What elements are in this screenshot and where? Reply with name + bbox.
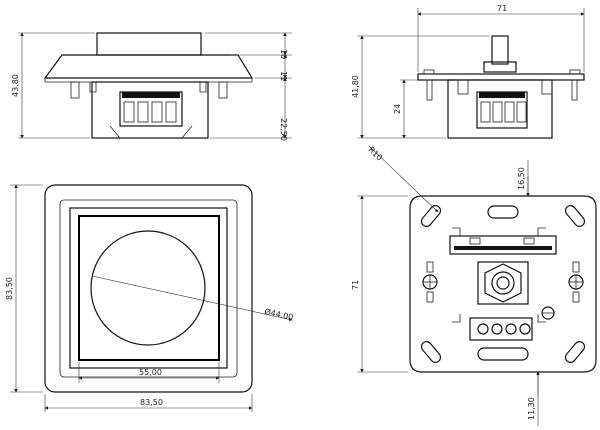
dim-back-height: 71 bbox=[351, 280, 360, 290]
side-body bbox=[447, 79, 553, 139]
dim-side-total-height: 41,80 bbox=[351, 75, 360, 98]
back-mounting-plate bbox=[409, 195, 597, 373]
knob-shaft bbox=[491, 35, 509, 65]
dim-knob-diameter: Ø44,00 bbox=[264, 306, 295, 322]
side-elevation-view: 71 41,80 24 bbox=[351, 4, 585, 139]
mounting-plate bbox=[417, 73, 585, 81]
dim-front-total-height: 43,80 bbox=[11, 74, 20, 97]
dim-corner-radius: R10 bbox=[367, 145, 385, 163]
dim-back-offset-bottom: 11,30 bbox=[527, 397, 536, 420]
dim-plate-height: 83,50 bbox=[5, 277, 14, 300]
dim-front-top: 10 bbox=[279, 49, 288, 59]
front-plan-view: Ø44,00 55,00 83,50 83,50 bbox=[5, 184, 295, 412]
knob-body-top bbox=[96, 32, 202, 56]
dim-side-body: 24 bbox=[393, 104, 402, 114]
front-elevation-view: 10 11 22,50 43,80 bbox=[11, 32, 292, 141]
dim-back-offset-top: 16,50 bbox=[517, 167, 526, 190]
dimmer-knob bbox=[90, 230, 206, 346]
top-terminal-strip bbox=[449, 235, 557, 255]
outer-frame bbox=[44, 184, 253, 393]
corner-slots bbox=[420, 205, 586, 363]
dim-front-plate: 11 bbox=[279, 71, 288, 81]
shaft-hex-nut bbox=[484, 263, 522, 303]
inner-plate bbox=[69, 207, 228, 369]
cover-plate-profile bbox=[43, 54, 254, 79]
dim-plate-width: 83,50 bbox=[140, 398, 163, 407]
bottom-terminal-block bbox=[469, 317, 533, 341]
back-plan-view: R10 16,50 71 11,30 bbox=[351, 145, 597, 426]
dim-front-body: 22,50 bbox=[279, 118, 288, 141]
dim-side-width: 71 bbox=[497, 4, 507, 13]
mounting-body bbox=[91, 81, 209, 139]
dim-inner-width: 55,00 bbox=[139, 368, 162, 377]
